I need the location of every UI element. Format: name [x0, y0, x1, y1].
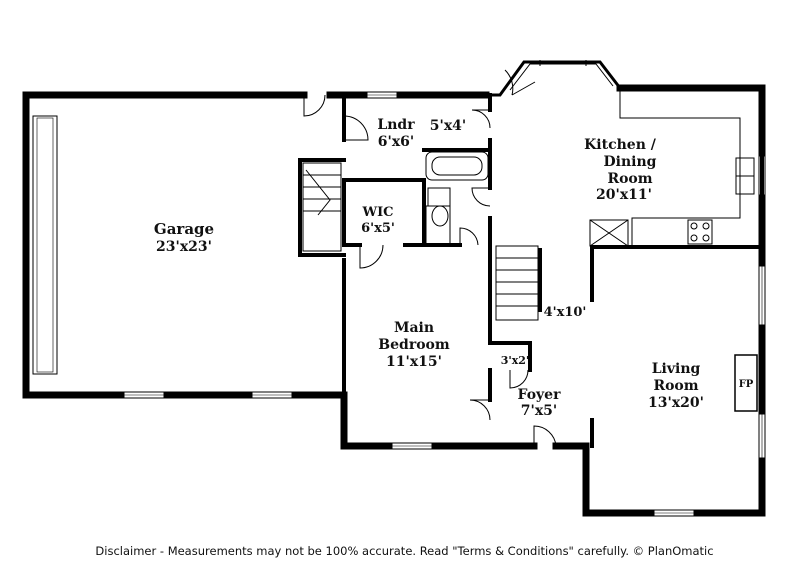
- garage-door-inner: [36, 117, 54, 373]
- laundry-dim: 6'x6': [378, 134, 414, 150]
- wic-dim: 6'x5': [361, 221, 395, 236]
- bedroom-name-2: Bedroom: [378, 337, 450, 353]
- kitchen-name-2: Dining: [604, 154, 657, 170]
- door-swings: [303, 94, 557, 447]
- exterior-walls: [22, 84, 766, 517]
- kitchen-name-1: Kitchen /: [584, 137, 657, 153]
- kitchen-dim: 20'x11': [596, 187, 652, 203]
- fireplace: [734, 354, 758, 412]
- bedroom-dim: 11'x15': [386, 354, 442, 370]
- living-name-1: Living: [652, 361, 701, 377]
- garage-name: Garage: [154, 220, 214, 238]
- kitchen-name-3: Room: [607, 171, 652, 187]
- fireplace-label: FP: [739, 379, 754, 390]
- closet-dim: 3'x2': [501, 354, 530, 367]
- living-name-2: Room: [653, 378, 698, 394]
- garage-door: [32, 115, 58, 375]
- wic-name: WIC: [361, 205, 393, 220]
- living-dim: 13'x20': [648, 395, 704, 411]
- foyer-name: Foyer: [518, 387, 562, 403]
- bath-dim: 5'x4': [430, 118, 466, 134]
- bath-fixtures: [425, 151, 489, 245]
- foyer-dim: 7'x5': [521, 403, 557, 419]
- bay-door: [504, 69, 536, 96]
- kitchen-counters: [589, 88, 755, 247]
- room-labels: Garage 23'x23' Lndr 6'x6' 5'x4' Kitchen …: [154, 117, 754, 419]
- stairs: [302, 162, 539, 321]
- laundry-name: Lndr: [377, 117, 415, 133]
- hall-dim: 4'x10': [544, 305, 587, 320]
- garage-dim: 23'x23': [156, 239, 212, 255]
- windows: [123, 91, 766, 517]
- bedroom-name-1: Main: [394, 320, 434, 336]
- interior-walls: [298, 86, 764, 448]
- bay-window: [486, 60, 622, 97]
- disclaimer: Disclaimer - Measurements may not be 100…: [95, 544, 714, 558]
